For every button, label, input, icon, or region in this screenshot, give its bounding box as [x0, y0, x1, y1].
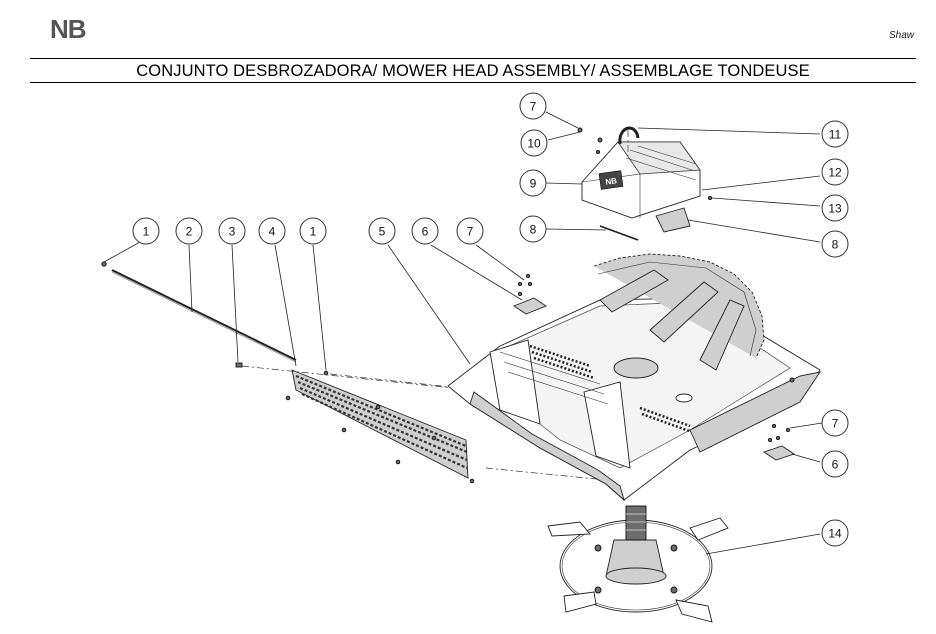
chain-rod	[111, 269, 297, 363]
blade-disc-assembly	[547, 505, 729, 623]
svg-text:7: 7	[832, 417, 839, 431]
svg-text:1: 1	[310, 225, 317, 239]
callout-10: 10	[520, 129, 548, 157]
svg-text:1: 1	[143, 225, 150, 239]
callout-3: 3	[218, 217, 246, 245]
svg-text:10: 10	[527, 137, 541, 151]
svg-text:8: 8	[530, 223, 537, 237]
svg-text:14: 14	[828, 527, 842, 541]
svg-text:6: 6	[422, 225, 429, 239]
callout-12: 12	[821, 158, 849, 186]
svg-text:12: 12	[828, 166, 842, 180]
deck-pad-right	[762, 423, 796, 461]
brand-name: Shaw	[888, 30, 914, 41]
top-cover: NB	[581, 141, 701, 219]
svg-text:6: 6	[832, 458, 839, 472]
callout-6b: 6	[821, 450, 849, 478]
callout-1b: 1	[299, 217, 327, 245]
rod-pin	[235, 362, 243, 368]
title-rule-top	[30, 58, 916, 59]
svg-text:7: 7	[467, 225, 474, 239]
svg-text:3: 3	[229, 225, 236, 239]
callout-9: 9	[519, 169, 547, 197]
leader-lines	[103, 111, 823, 555]
svg-text:4: 4	[269, 225, 276, 239]
callout-14: 14	[821, 519, 849, 547]
cover-logo: NB	[605, 176, 618, 187]
cover-rod	[599, 225, 639, 241]
cover-bolts	[577, 127, 713, 201]
callout-8a: 8	[519, 215, 547, 243]
deck-pad-top	[513, 273, 547, 315]
page-title: CONJUNTO DESBROZADORA/ MOWER HEAD ASSEMB…	[136, 62, 810, 80]
callout-8b: 8	[821, 230, 849, 258]
callout-13: 13	[821, 194, 849, 222]
callout-2: 2	[175, 217, 203, 245]
callout-7b: 7	[519, 92, 547, 120]
callout-4: 4	[258, 217, 286, 245]
svg-text:2: 2	[186, 225, 193, 239]
nb-logo: NB	[50, 14, 87, 44]
svg-text:7: 7	[530, 100, 537, 114]
cover-pad	[655, 207, 691, 233]
title-rule-bottom	[30, 82, 916, 83]
mower-deck	[447, 253, 821, 502]
callout-7a: 7	[456, 217, 484, 245]
callout-1a: 1	[132, 217, 160, 245]
callout-11: 11	[821, 120, 849, 148]
callout-7c: 7	[821, 409, 849, 437]
svg-text:13: 13	[828, 202, 842, 216]
rod-bolt	[101, 261, 107, 267]
callout-5: 5	[368, 217, 396, 245]
callout-6a: 6	[411, 217, 439, 245]
svg-text:11: 11	[829, 128, 842, 142]
cover-handle	[618, 126, 640, 145]
svg-text:5: 5	[379, 225, 386, 239]
svg-text:9: 9	[530, 177, 537, 191]
chain-flap	[285, 369, 475, 484]
svg-text:8: 8	[832, 238, 839, 252]
